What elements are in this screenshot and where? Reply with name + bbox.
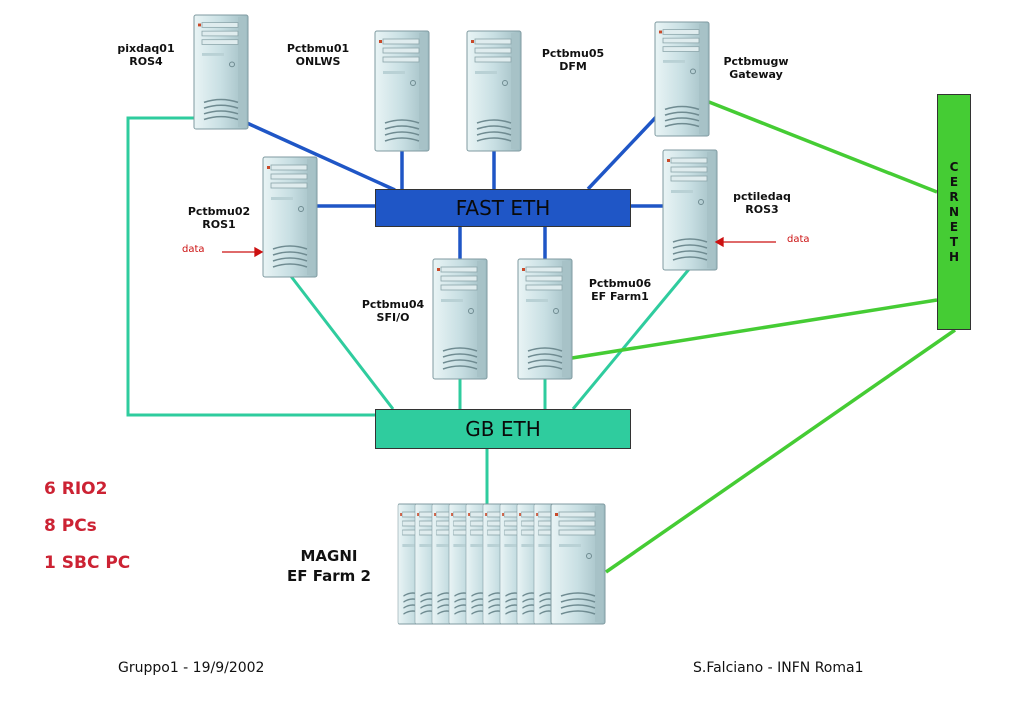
link-pixdaq01-fast [246, 121, 396, 192]
link-gateway-cern [708, 100, 938, 194]
fast-eth-label: FAST ETH [455, 196, 551, 220]
footer-left: Gruppo1 - 19/9/2002 [118, 660, 265, 676]
gb-eth-switch: GB ETH [375, 409, 631, 449]
farm-label-role: EF Farm 2 [287, 567, 371, 585]
cern-eth-letter: R [949, 189, 959, 204]
cern-eth-switch: C E R N E T H [937, 94, 971, 330]
computer-pctbmu05-icon [466, 30, 522, 152]
computer-pctbmu02-icon [262, 156, 318, 278]
cern-eth-letter: H [948, 249, 960, 264]
farm-label: MAGNI EF Farm 2 [274, 546, 384, 586]
cern-eth-letter: T [949, 234, 959, 249]
cern-eth-letter: E [949, 174, 959, 189]
computer-pctiledaq-icon [662, 149, 718, 271]
link-pixdaq01-gb [126, 116, 375, 417]
summary-sbc: 1 SBC PC [44, 553, 131, 573]
summary-rio2: 6 RIO2 [44, 479, 108, 499]
farm-cluster-icon [397, 503, 606, 625]
computer-pixdaq01-icon [193, 14, 249, 130]
computer-pctbmu01-icon [374, 30, 430, 152]
summary-pcs: 8 PCs [44, 516, 97, 536]
cern-eth-letter: N [948, 204, 960, 219]
link-farm-cern [605, 328, 956, 574]
data-label-left: data [182, 244, 205, 255]
fast-eth-switch: FAST ETH [375, 189, 631, 227]
cern-eth-letter: C [949, 159, 959, 174]
link-pctbmugw-fast [586, 113, 660, 191]
link-pctiledaq-gb [571, 267, 692, 410]
cern-eth-letter: E [949, 219, 959, 234]
farm-label-name: MAGNI [300, 547, 358, 565]
footer-right: S.Falciano - INFN Roma1 [693, 660, 864, 676]
gb-eth-label: GB ETH [465, 417, 541, 441]
computer-pctbmu04-icon [432, 258, 488, 380]
computer-pctbmu06-icon [517, 258, 573, 380]
data-label-right: data [787, 234, 810, 245]
computer-pctbmugw-icon [654, 21, 710, 137]
link-pctbmu06-cern [571, 298, 938, 360]
link-pctbmu02-gb [288, 274, 395, 410]
